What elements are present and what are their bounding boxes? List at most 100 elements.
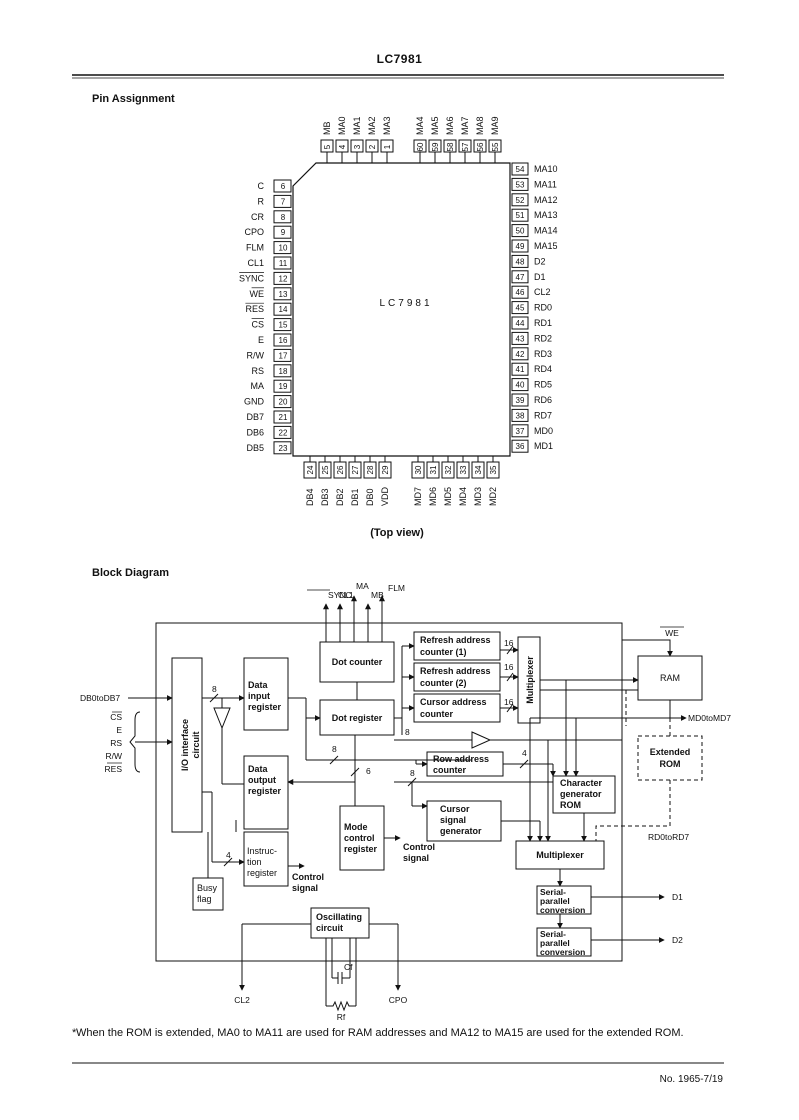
refresh1-2: counter (1) <box>420 647 467 657</box>
right-pin-number: 50 <box>516 227 525 236</box>
left-pin-name: FLM <box>246 243 264 253</box>
bottom-pin-box <box>318 461 332 479</box>
ser2-2: parallel <box>540 938 570 948</box>
top-view-caption: (Top view) <box>370 527 424 539</box>
cursor-addr-1: Cursor address <box>420 697 487 707</box>
data-output-2: output <box>248 775 276 785</box>
osc-1: Oscillating <box>316 912 362 922</box>
mb-label: MB <box>371 590 384 600</box>
left-pin-name: DB5 <box>246 443 264 453</box>
serial-parallel-2-block <box>536 927 592 957</box>
right-pin-number: 36 <box>516 442 525 451</box>
left-pin-box <box>273 441 292 455</box>
top-pin-number: 2 <box>368 144 377 149</box>
block-diagram <box>128 595 703 1012</box>
right-pin-box <box>511 424 529 438</box>
bottom-pin-name: MD2 <box>488 487 498 506</box>
data-input-3: register <box>248 702 282 712</box>
left-pin-name: R/W <box>247 350 265 360</box>
right-pin-number: 39 <box>516 396 525 405</box>
ext-rom-out <box>595 780 671 841</box>
bottom-pin-name: VDD <box>380 486 390 506</box>
right-pin-number: 51 <box>516 211 525 220</box>
ser1-2: parallel <box>540 896 570 906</box>
right-pin-box <box>511 239 529 253</box>
top-pin-number: 56 <box>476 142 485 151</box>
data-input-register-block <box>243 657 289 731</box>
left-pin-number: 14 <box>279 305 288 314</box>
io-label-1: I/O interface <box>180 719 190 771</box>
bottom-pin-box <box>456 461 470 479</box>
left-pin-name: GND <box>244 397 265 407</box>
left-pin-name: DB7 <box>246 412 264 422</box>
ext-rom-1: Extended <box>650 747 691 757</box>
top-pin-name: MA3 <box>382 116 392 135</box>
res-label: RES <box>105 764 123 774</box>
cl2-label: CL2 <box>234 995 250 1005</box>
db-bus-label: DB0toDB7 <box>80 693 120 703</box>
right-pin-name: RD3 <box>534 349 552 359</box>
bus-slash <box>209 693 219 703</box>
left-pin-box <box>273 379 292 393</box>
left-pin-name: R <box>258 196 265 206</box>
left-pin-name: CPO <box>244 227 264 237</box>
right-pin-box <box>511 439 529 453</box>
right-pin-number: 53 <box>516 180 525 189</box>
md-bus-label: MD0toMD7 <box>688 713 731 723</box>
bus-width-8d: 8 <box>410 768 415 778</box>
ser1-3: conversion <box>540 905 585 915</box>
bottom-pin-box <box>471 461 485 479</box>
io-label-2: circuit <box>191 731 201 758</box>
rd-bus-label: RD0toRD7 <box>648 832 689 842</box>
top-pin-name: MA5 <box>430 116 440 135</box>
left-pin-box <box>273 364 292 378</box>
right-pin-name: RD2 <box>534 333 552 343</box>
bus-width-4a: 4 <box>226 850 231 860</box>
right-pin-number: 37 <box>516 427 525 436</box>
right-pin-name: MA14 <box>534 226 558 236</box>
row-addr-1: Row address <box>433 754 489 764</box>
instr-ctrl-2: signal <box>292 883 318 893</box>
left-pin-name: CR <box>251 212 264 222</box>
right-pin-number: 41 <box>516 365 525 374</box>
left-pin-box <box>273 241 292 255</box>
bus-width-16c: 16 <box>504 697 514 707</box>
top-pin-name: MA1 <box>352 116 362 135</box>
right-pin-name: MA12 <box>534 195 558 205</box>
osc-2: circuit <box>316 923 343 933</box>
left-pin-number: 16 <box>279 336 288 345</box>
instr-2: tion <box>247 857 262 867</box>
right-pin-name: RD0 <box>534 303 552 313</box>
extended-rom-block <box>637 735 703 781</box>
right-pin-name: MA10 <box>534 164 558 174</box>
right-pin-box <box>511 362 529 376</box>
left-pin-box <box>273 271 292 285</box>
cpo-label: CPO <box>389 995 408 1005</box>
instr-3: register <box>247 868 277 878</box>
left-pin-number: 6 <box>281 182 286 191</box>
cf-label: Cf <box>344 962 353 972</box>
rf-label: Rf <box>337 1012 346 1022</box>
bottom-pin-box <box>333 461 347 479</box>
right-pin-name: CL2 <box>534 287 551 297</box>
mode-ctrl-1: Control <box>403 842 435 852</box>
top-pin-name: MA0 <box>337 116 347 135</box>
ser2-1: Serial- <box>540 929 566 939</box>
e-label: E <box>116 725 122 735</box>
top-pin-number: 57 <box>461 142 470 151</box>
bus-width-8b: 8 <box>332 744 337 754</box>
right-pin-name: MD1 <box>534 441 553 451</box>
bottom-pin-number: 25 <box>321 465 330 474</box>
footnote: * When the ROM is extended, MA0 to MA11 … <box>72 1025 736 1041</box>
right-pin-box <box>511 208 529 222</box>
slash-16a <box>506 645 514 655</box>
mux-vertical-label: Multiplexer <box>525 656 535 704</box>
left-pin-number: 9 <box>281 228 286 237</box>
document-number: No. 1965-7/19 <box>659 1074 723 1085</box>
chargen-1: Character <box>560 778 603 788</box>
bottom-pin-number: 26 <box>336 465 345 474</box>
data-output-3: register <box>248 786 282 796</box>
bottom-pin-name: MD5 <box>443 487 453 506</box>
cursor-sig-1: Cursor <box>440 804 470 814</box>
